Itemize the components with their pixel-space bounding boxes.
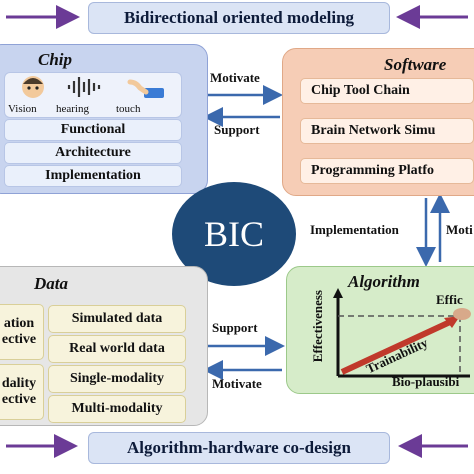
- data-left-box-1: ation ective: [0, 304, 44, 360]
- data-left-text-2: ective: [1, 332, 37, 347]
- software-title: Software: [384, 55, 447, 74]
- algorithm-y-axis-label: Effectiveness: [310, 290, 325, 363]
- data-left-text-3: dality: [1, 376, 37, 391]
- algorithm-title: Algorithm: [348, 272, 420, 291]
- sense-touch-label: touch: [116, 103, 141, 115]
- software-item-programming: Programming Platfo: [300, 158, 474, 184]
- brain-icon: [453, 308, 471, 320]
- label-support-bottom: Support: [212, 320, 258, 335]
- data-left-text-4: ective: [1, 392, 37, 407]
- touch-icon: [127, 79, 164, 98]
- label-motivate-bottom: Motivate: [212, 376, 262, 391]
- data-item-simulated: Simulated data: [48, 305, 186, 333]
- algorithm-panel: [286, 266, 474, 394]
- data-title: Data: [34, 274, 68, 293]
- data-item-real-world: Real world data: [48, 335, 186, 363]
- label-support-top: Support: [214, 122, 260, 137]
- software-item-toolchain: Chip Tool Chain: [300, 78, 474, 104]
- top-banner: Bidirectional oriented modeling: [88, 2, 390, 34]
- algorithm-corner-label: Effic: [436, 292, 463, 307]
- chip-layer-implementation: Implementation: [4, 165, 182, 187]
- algorithm-graph: [333, 288, 471, 378]
- sense-hearing-label: hearing: [56, 103, 89, 115]
- chip-layer-architecture: Architecture: [4, 142, 182, 164]
- data-item-single-modality: Single-modality: [48, 365, 186, 393]
- label-implementation: Implementation: [310, 222, 399, 237]
- bottom-banner: Algorithm-hardware co-design: [88, 432, 390, 464]
- data-item-multi-modality: Multi-modality: [48, 395, 186, 423]
- sense-vision-label: Vision: [8, 103, 37, 115]
- vision-icon: [22, 76, 44, 98]
- label-motivate-top: Motivate: [210, 70, 260, 85]
- chip-layer-functional: Functional: [4, 119, 182, 141]
- data-left-text-1: ation: [3, 316, 35, 331]
- software-item-brain-network: Brain Network Simu: [300, 118, 474, 144]
- label-motivate-right: Moti: [446, 222, 473, 237]
- algorithm-x-axis-label: Bio-plausibi: [392, 374, 460, 389]
- hearing-icon: [67, 77, 101, 97]
- data-left-box-2: dality ective: [0, 364, 44, 420]
- chip-title: Chip: [38, 50, 73, 69]
